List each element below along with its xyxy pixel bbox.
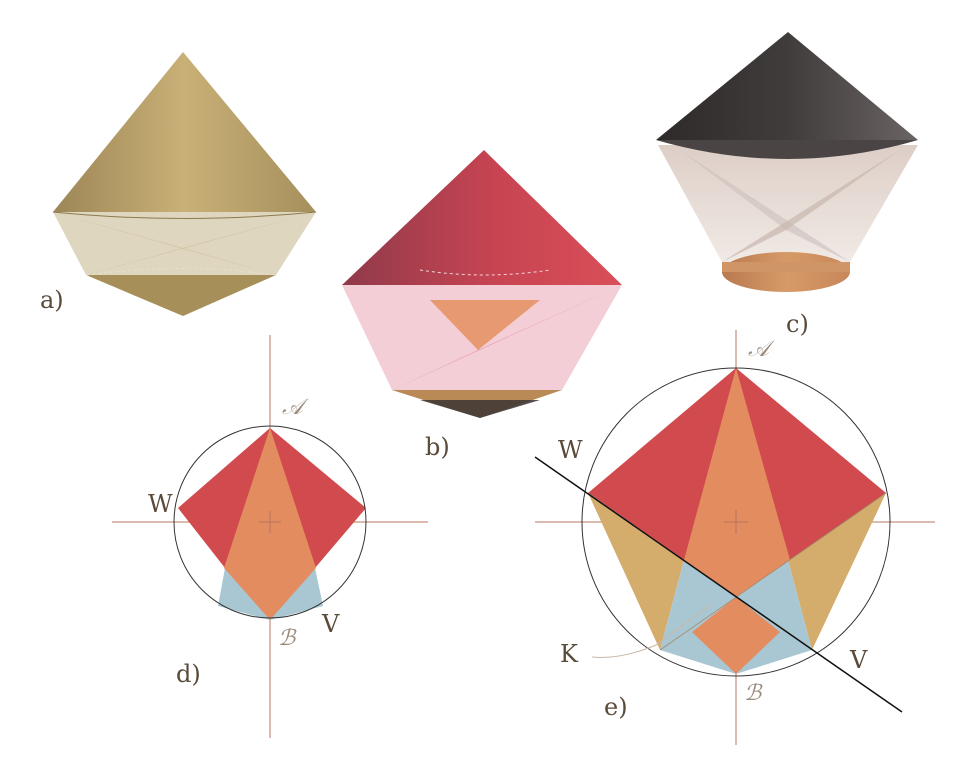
solid-b-lower-dark <box>420 400 540 418</box>
solid-c-rim <box>656 140 918 159</box>
solid-b-inner-cross-right <box>392 285 622 390</box>
point-d-A: 𝒜 <box>282 395 309 420</box>
solid-a-rim <box>52 211 317 219</box>
point-e-K: K <box>560 640 579 668</box>
region-e-tan-left <box>588 493 684 650</box>
label-e: e) <box>604 693 628 721</box>
solid-b-dashed-rim <box>419 269 551 276</box>
edge-e-right <box>659 492 887 651</box>
construction-d <box>112 335 428 738</box>
label-a: a) <box>40 286 64 314</box>
region-e-tan-right <box>788 493 886 650</box>
solid-a <box>52 52 317 316</box>
region-e-orange-small <box>692 597 780 674</box>
solid-a-lower-cone <box>86 275 276 316</box>
solid-c-base-body <box>722 262 850 272</box>
solid-a-middle-band <box>53 212 316 275</box>
line-e-WV <box>534 456 903 713</box>
solid-a-dashed-rim <box>85 268 277 276</box>
leader-e-K <box>591 603 713 658</box>
solid-a-inner-cross-left <box>53 212 276 275</box>
circle-e <box>581 367 891 677</box>
solid-c-lower-frustum <box>658 145 918 262</box>
point-d-W: W <box>148 490 173 518</box>
solid-b-inner-cross-left <box>342 285 562 390</box>
region-e-orange-kite <box>684 368 790 597</box>
solid-c-upper-cone <box>656 32 918 140</box>
solid-c-inner-cross-left <box>680 150 850 262</box>
point-e-V: V <box>849 646 868 674</box>
label-b: b) <box>425 433 450 461</box>
label-d: d) <box>176 660 201 688</box>
label-c: c) <box>786 310 809 338</box>
solid-c-inner-cross-right <box>722 150 900 262</box>
solid-b <box>342 150 622 418</box>
point-e-B: ℬ <box>744 681 763 706</box>
solid-a-inner-cross-right <box>86 212 316 275</box>
point-e-A: 𝒜 <box>748 337 775 362</box>
solid-b-upper-cone <box>342 150 622 285</box>
point-d-V: V <box>321 610 340 638</box>
point-e-W: W <box>558 436 583 464</box>
solid-c <box>656 32 918 292</box>
solid-a-upper-cone <box>53 52 316 212</box>
construction-e <box>534 330 935 745</box>
point-d-B: ℬ <box>278 626 297 651</box>
circle-d <box>173 425 367 619</box>
solid-b-orange-inner <box>430 300 540 350</box>
